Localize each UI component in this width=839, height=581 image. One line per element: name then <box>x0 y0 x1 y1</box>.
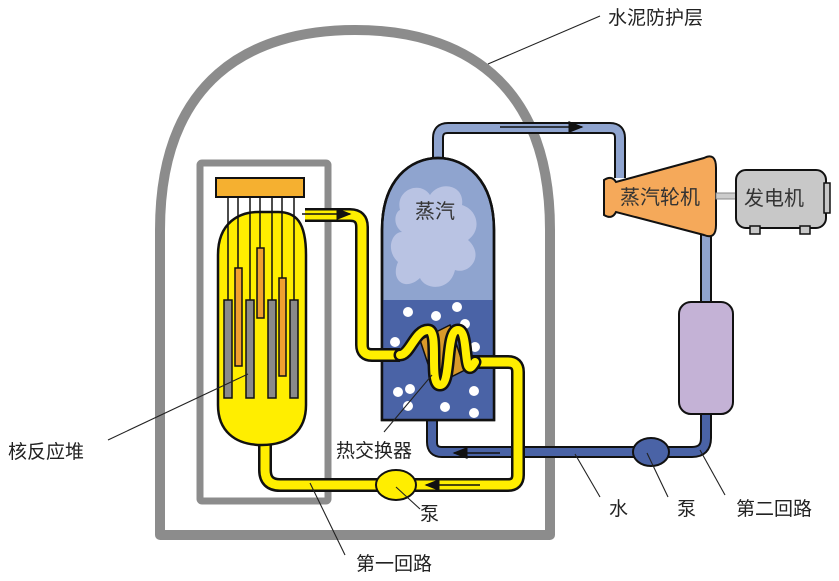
primary-pump-label: 泵 <box>420 503 439 525</box>
rod-wires <box>227 197 295 300</box>
reactor-containment-box <box>196 159 332 505</box>
shaft <box>715 192 737 200</box>
leader-water <box>574 453 601 498</box>
reactor-label: 核反应堆 <box>8 441 84 463</box>
rod-drive <box>215 177 305 198</box>
leader-primary-pump <box>395 486 421 510</box>
generator: 发电机 <box>735 169 831 235</box>
leader-primary-loop <box>309 482 346 556</box>
primary-loop-label: 第一回路 <box>356 553 432 575</box>
heat-exchanger-label: 热交换器 <box>336 440 412 462</box>
secondary-pump-label: 泵 <box>677 498 696 520</box>
bubbles <box>390 302 480 418</box>
leader-reactor <box>107 373 249 441</box>
water-label: 水 <box>609 498 628 520</box>
reactor <box>215 177 308 447</box>
turbine-label: 蒸汽轮机 <box>620 185 700 209</box>
heat-exchanger-coil <box>393 323 482 392</box>
leader-heat-exchanger <box>383 374 433 433</box>
concrete-shield-label: 水泥防护层 <box>608 7 703 29</box>
secondary-loop-label: 第二回路 <box>736 498 812 520</box>
steam-label: 蒸汽 <box>415 199 455 223</box>
concrete-shield <box>155 25 555 540</box>
primary-pump <box>375 469 417 501</box>
condenser <box>678 301 734 415</box>
fuel-rods <box>223 299 299 399</box>
leader-secondary-loop <box>699 449 726 496</box>
leader-secondary-pump <box>646 452 669 498</box>
steam-turbine: 蒸汽轮机 <box>603 155 717 238</box>
steam-cloud <box>390 186 477 287</box>
control-rods <box>234 247 287 377</box>
generator-label: 发电机 <box>744 186 804 210</box>
leader-shield <box>487 15 601 65</box>
secondary-pump <box>632 437 670 467</box>
